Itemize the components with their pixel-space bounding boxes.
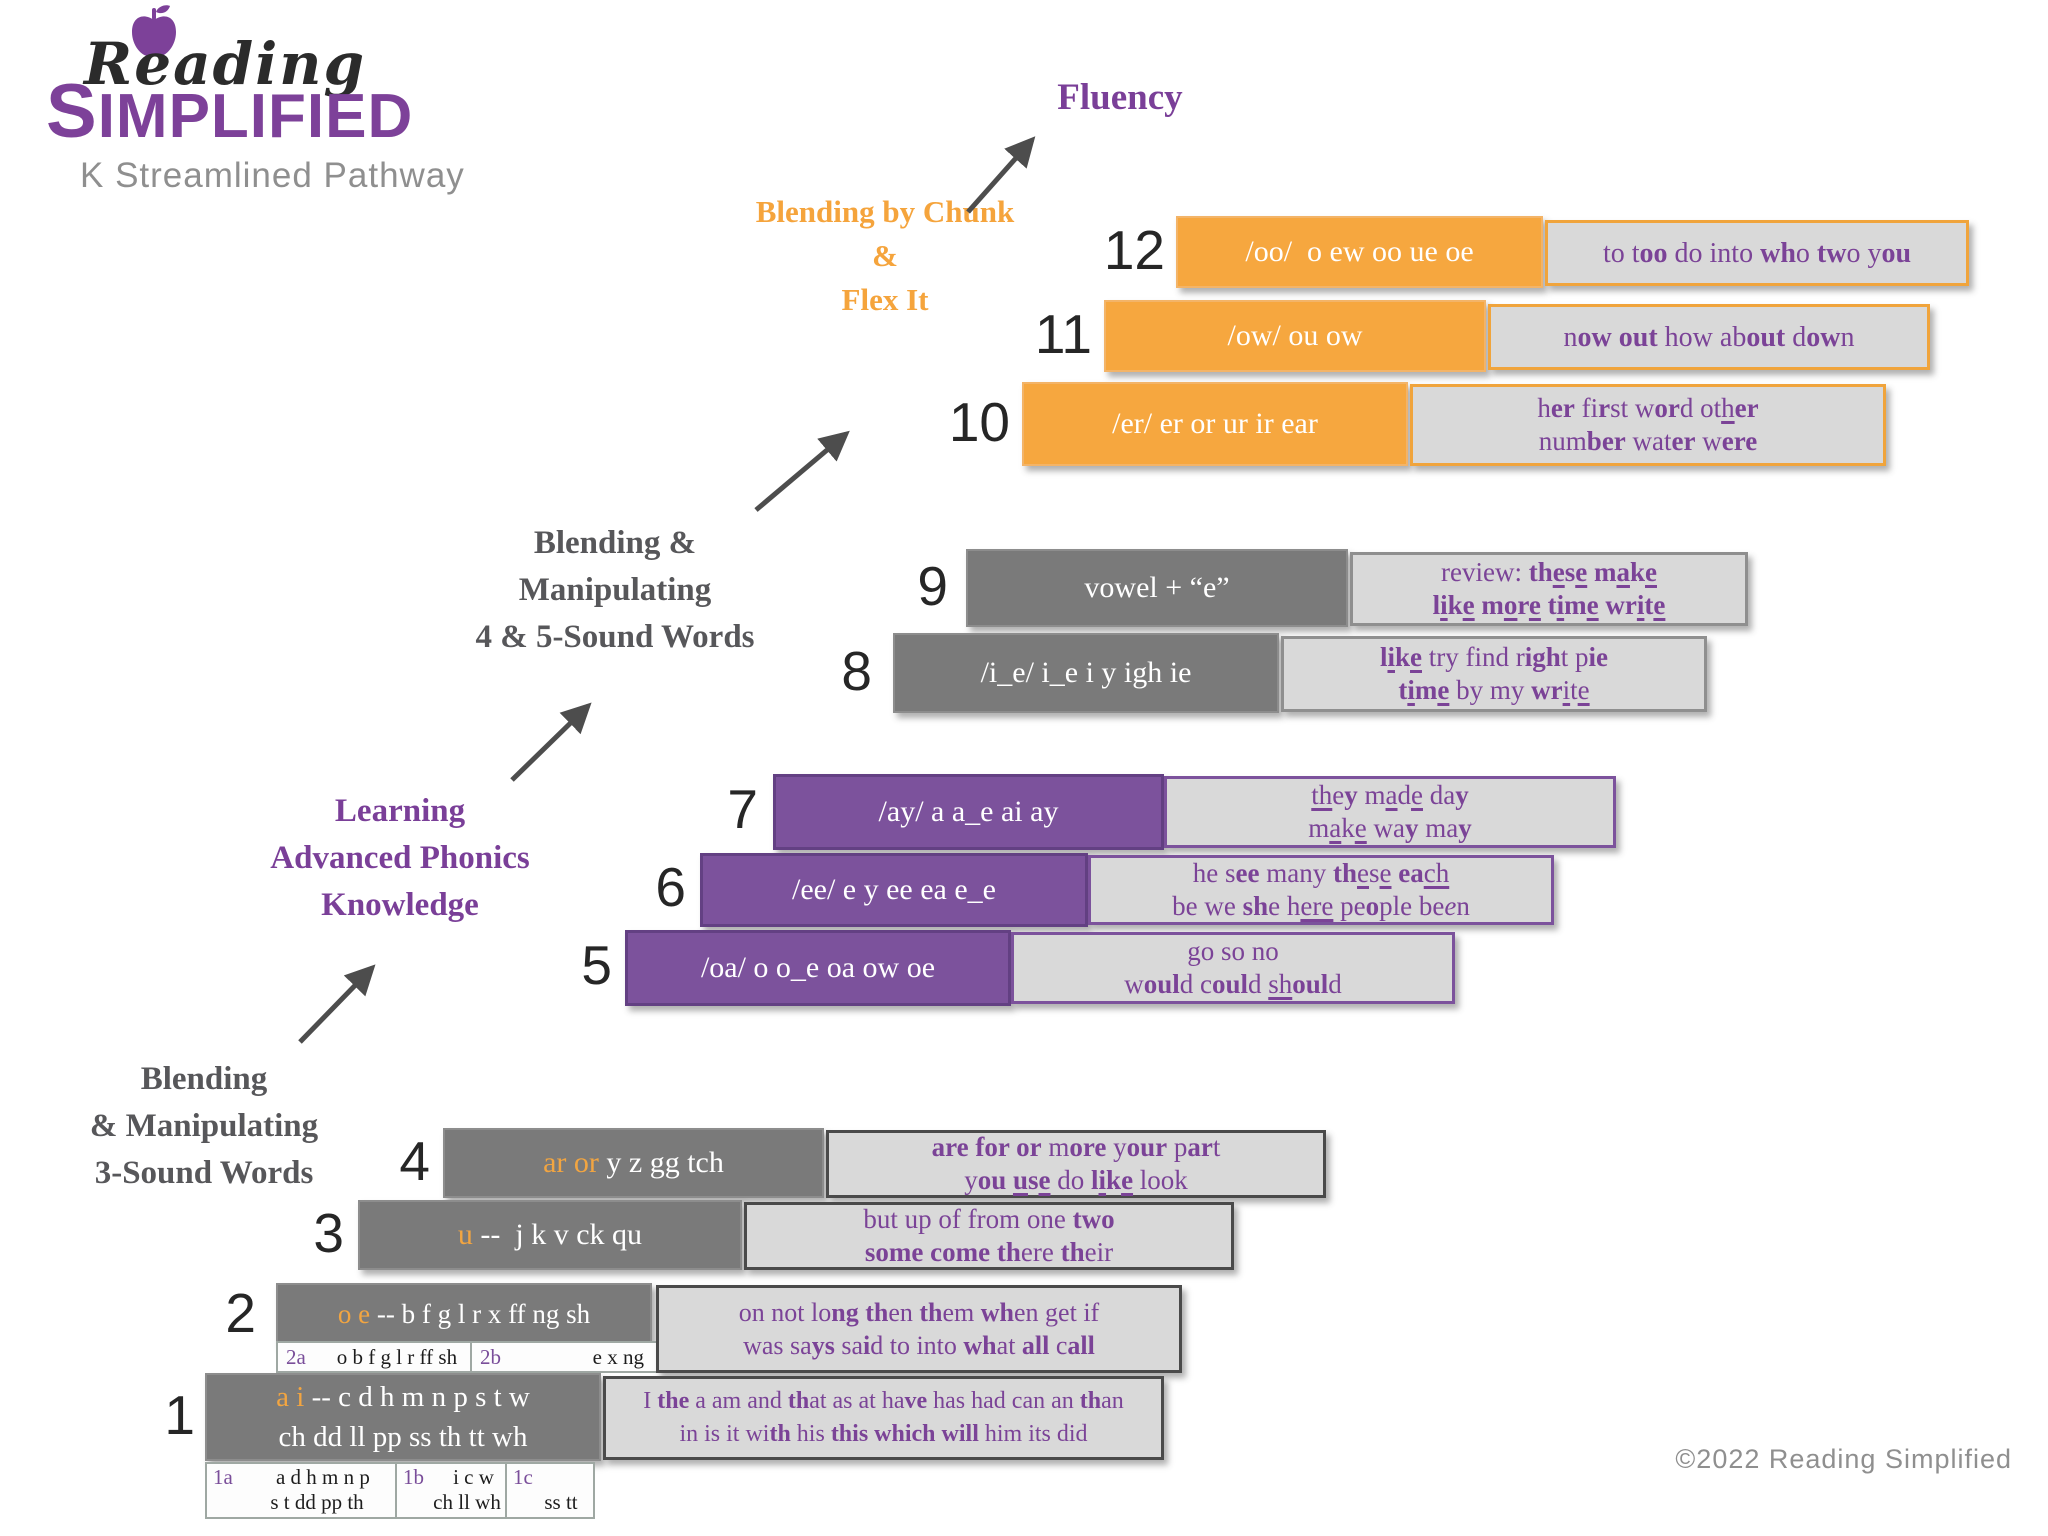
step-number: 11 [1034, 303, 1092, 365]
subskill-label: 1a [213, 1465, 233, 1489]
step-number: 8 [841, 640, 872, 702]
subskill-letters: o b f g l r ff sh [336, 1344, 458, 1369]
step-number: 3 [313, 1202, 344, 1264]
subskill-letters: i c w [453, 1465, 494, 1489]
grapheme-box: /oa/ o o_e oa ow oe [625, 930, 1011, 1006]
logo-subtitle: K Streamlined Pathway [80, 156, 465, 195]
step-number: 9 [917, 555, 948, 617]
subskill-box-2b: 2b e x ng [470, 1341, 668, 1373]
grapheme-box: /oo/ o ew oo ue oe [1176, 216, 1543, 288]
arrow-learning-to-45-icon [510, 702, 592, 782]
grapheme-box: o e -- b f g l r x ff ng sh [276, 1283, 652, 1345]
stage-3s-line1: Blending [140, 1061, 268, 1097]
step-number: 2 [225, 1282, 256, 1344]
step-number: 6 [655, 856, 686, 918]
subskill-letters: e x ng [592, 1344, 644, 1369]
words-box: I the a am and that as at have has had c… [603, 1376, 1164, 1460]
copyright-text: ©2022 Reading Simplified [1675, 1444, 2012, 1474]
subskill-letters: s t dd pp th [270, 1490, 364, 1514]
step-number: 1 [164, 1384, 195, 1446]
step-11: 11 /ow/ ou ow now out how about down [0, 300, 2048, 372]
subskill-label: 2b [480, 1344, 501, 1369]
subskill-box-2a: 2a o b f g l r ff sh [276, 1341, 486, 1373]
grapheme-box: /ow/ ou ow [1104, 300, 1486, 372]
stage-learn-line2: Advanced Phonics [270, 840, 530, 876]
grapheme-box: vowel + “e” [966, 549, 1348, 627]
subskill-label: 1b [403, 1465, 424, 1489]
stage-label-advanced-phonics: Learning Advanced Phonics Knowledge [180, 788, 620, 929]
step-4: 4 ar or y z gg tch are for or more your … [0, 1128, 2048, 1198]
stage-45-line3: 4 & 5-Sound Words [475, 619, 755, 655]
step-1-subskills: 1a a d h m n p s t dd pp th 1b i c w ch ll… [0, 1462, 2048, 1519]
words-box: to too do into who two you [1545, 220, 1969, 286]
stage-label-3-sound-words: Blending & Manipulating 3-Sound Words [16, 1056, 392, 1197]
grapheme-box: /er/ er or ur ir ear [1022, 382, 1408, 466]
stage-chunk-line3: Flex It [841, 282, 929, 317]
grapheme-box: ar or y z gg tch [443, 1128, 824, 1198]
grapheme-box: /ay/ a a_e ai ay [773, 774, 1164, 850]
words-box: now out how about down [1488, 304, 1930, 370]
logo-script-text: Reading [84, 30, 366, 98]
subskill-box-1c: 1c ss tt [505, 1462, 595, 1519]
step-12: 12 /oo/ o ew oo ue oe to too do into who… [0, 216, 2048, 288]
stage-3s-line2: & Manipulating [89, 1108, 319, 1144]
grapheme-box: u -- j k v ck qu [358, 1200, 742, 1270]
stage-label-fluency: Fluency [960, 78, 1280, 118]
step-number: 12 [1103, 219, 1165, 281]
stage-fluency-text: Fluency [1057, 77, 1183, 118]
grapheme-box: /i_e/ i_e i y igh ie [893, 633, 1279, 713]
step-number: 5 [581, 934, 612, 996]
subskill-box-1a: 1a a d h m n p s t dd pp th [205, 1462, 407, 1519]
step-number: 10 [948, 391, 1010, 453]
apple-icon [132, 5, 176, 56]
subskill-label: 1c [513, 1465, 533, 1489]
grapheme-box: /ee/ e y ee ea e_e [700, 853, 1088, 927]
grapheme-box: a i -- c d h m n p s t w ch dd ll pp ss … [205, 1373, 601, 1461]
subskill-label: 2a [286, 1344, 306, 1369]
stage-learn-line1: Learning [334, 793, 466, 829]
subskill-letters: ss tt [544, 1490, 578, 1514]
step-1: 1 a i -- c d h m n p s t w ch dd ll pp s… [0, 1373, 2048, 1461]
step-number: 7 [727, 778, 758, 840]
step-10: 10 /er/ er or ur ir ear her first word o… [0, 382, 2048, 466]
stage-3s-line3: 3-Sound Words [94, 1155, 314, 1191]
step-8: 8 /i_e/ i_e i y igh ie like try find rig… [0, 633, 2048, 713]
stage-chunk-line2: & [872, 238, 898, 273]
step-6: 6 /ee/ e y ee ea e_e he see many these e… [0, 853, 2048, 927]
step-number: 4 [399, 1130, 430, 1192]
subskill-letters: a d h m n p [275, 1465, 370, 1489]
stage-label-4-5-sound-words: Blending & Manipulating 4 & 5-Sound Word… [395, 520, 835, 661]
step-3: 3 u -- j k v ck qu but up of from one tw… [0, 1200, 2048, 1270]
stage-45-line2: Manipulating [518, 572, 712, 608]
reading-simplified-logo: Reading SIMPLIFIED K Streamlined Pathway [0, 0, 520, 220]
step-2: 2 o e -- b f g l r x ff ng sh 2a o b f g… [0, 1282, 2048, 1373]
stage-learn-line3: Knowledge [321, 887, 479, 923]
subskill-letters [547, 1465, 587, 1490]
subskill-letters: ch ll wh [433, 1490, 501, 1514]
stage-45-line1: Blending & [533, 525, 697, 561]
subskill-box-1b: 1b i c w ch ll wh [395, 1462, 517, 1519]
logo-main-text: SIMPLIFIED [46, 69, 414, 154]
